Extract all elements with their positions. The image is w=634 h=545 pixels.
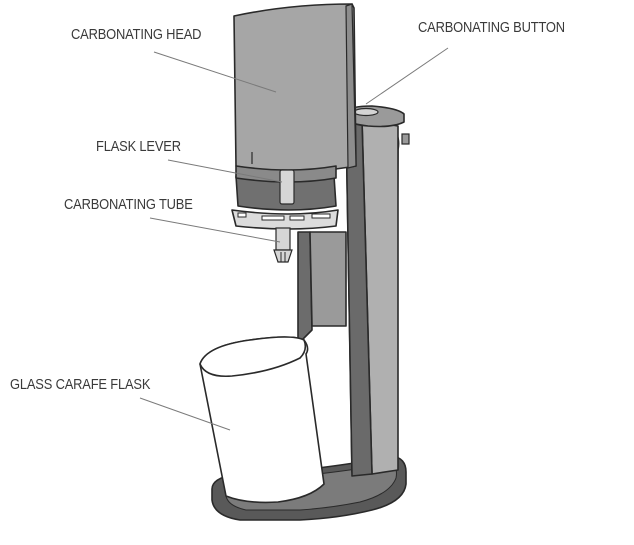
label-carbonating-tube: CARBONATING TUBE <box>64 196 193 213</box>
ring-slot-mid <box>261 215 285 221</box>
carbonating-tube-shape <box>275 227 291 251</box>
ring-slot-left <box>237 212 247 218</box>
carbonating-head <box>231 3 357 263</box>
label-carbonating-head: CARBONATING HEAD <box>71 26 202 43</box>
leader-glass-carafe-flask <box>139 397 231 431</box>
head-ring <box>231 209 339 230</box>
head-hood-edge <box>345 3 357 169</box>
head-hood <box>233 3 357 173</box>
leader-lines <box>139 47 449 431</box>
carbonating-tube-tip <box>273 249 293 263</box>
leader-flask-lever <box>167 159 283 183</box>
leader-carbonating-head <box>153 51 277 93</box>
label-flask-lever: FLASK LEVER <box>96 138 181 155</box>
leader-carbonating-tube <box>149 217 281 243</box>
tower <box>297 105 410 477</box>
flask-rim <box>199 336 307 378</box>
ring-slot-right <box>311 213 331 219</box>
inner-column-panel <box>309 231 347 327</box>
inner-column <box>297 231 313 345</box>
glass-carafe-flask <box>199 336 325 504</box>
carbonating-button-shape <box>353 107 379 117</box>
flask-lever-shape <box>279 169 295 205</box>
leader-carbonating-button <box>365 47 449 105</box>
ring-slot-mid-2 <box>289 215 305 221</box>
label-carbonating-button: CARBONATING BUTTON <box>418 19 565 36</box>
label-glass-carafe-flask: GLASS CARAFE FLASK <box>10 376 151 393</box>
tower-side-knob <box>401 133 410 145</box>
